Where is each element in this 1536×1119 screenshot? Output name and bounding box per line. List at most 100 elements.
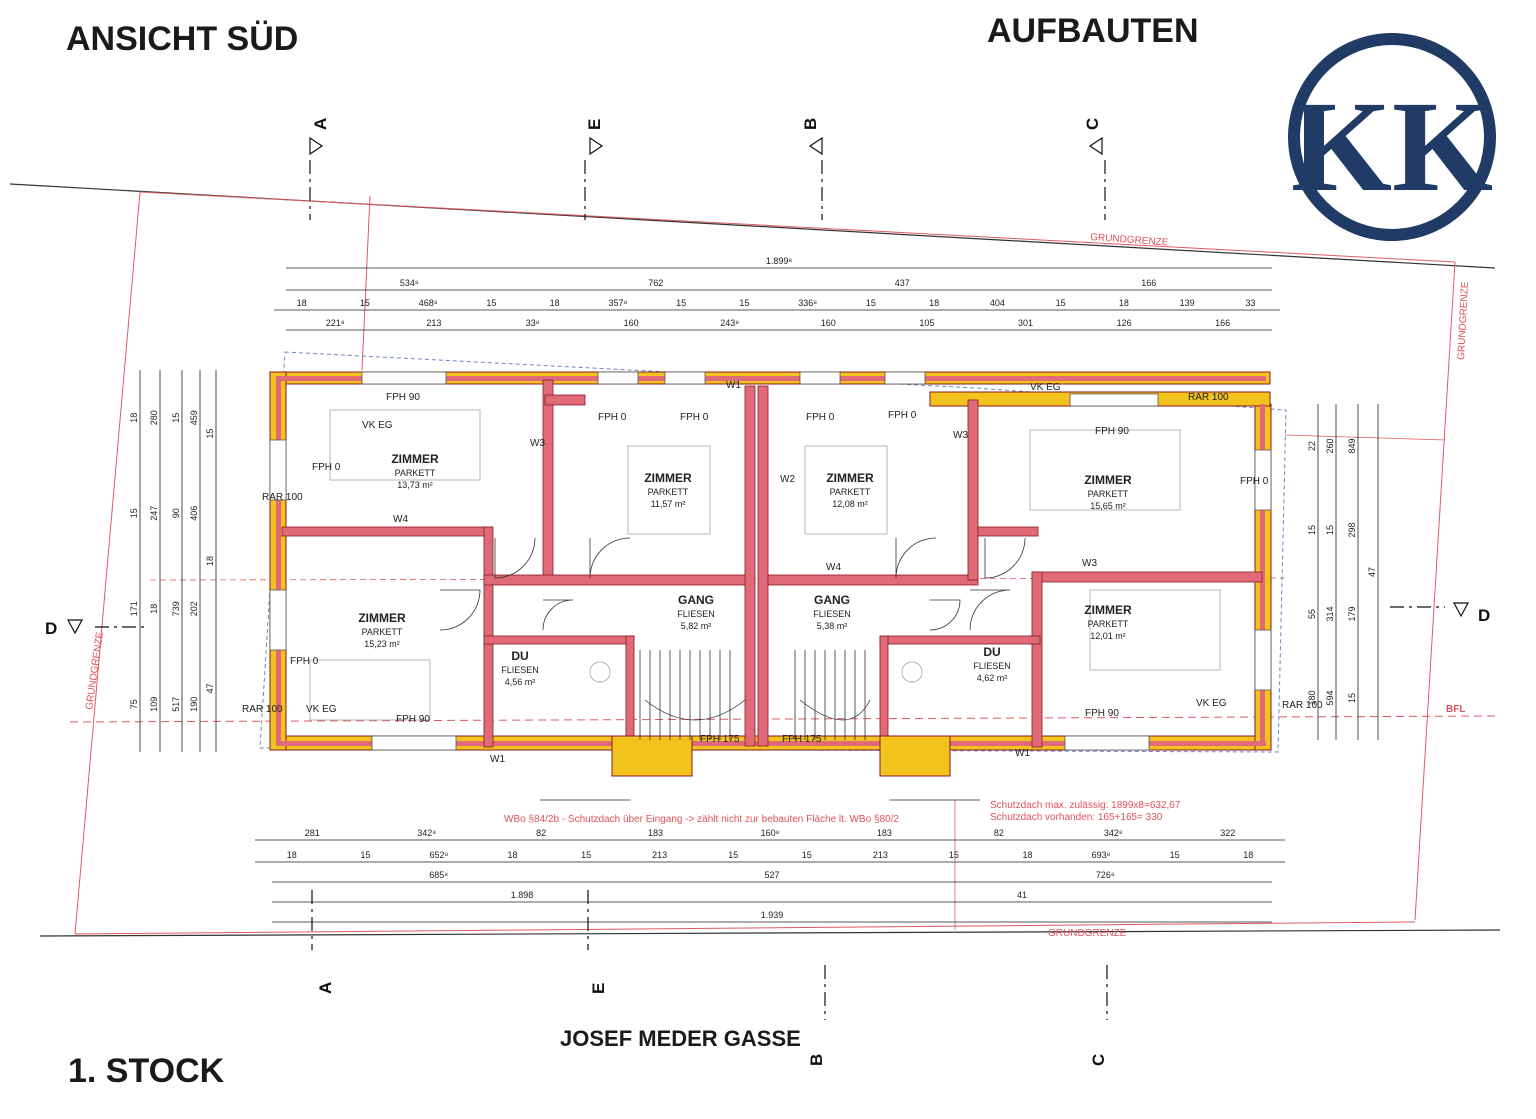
room-area: 5,82 m² [681,621,712,631]
dim-top: 15 [866,298,876,308]
section-letter: B [801,118,820,130]
section-markers [66,136,1470,1020]
dim-top: 18 [929,298,939,308]
dim-left: 15 [205,429,215,439]
dim-bottom: 342⁸ [1104,828,1123,838]
section-letter: B [807,1054,826,1066]
building-outline [259,351,1287,753]
entrances [611,735,951,777]
dim-bottom: 685⁸ [429,870,448,880]
plan-label: W3 [530,438,545,449]
room-floor: FLIESEN [973,661,1011,671]
room-area: 15,65 m² [1090,501,1126,511]
room-area: 5,38 m² [817,621,848,631]
room-floor: PARKETT [395,468,436,478]
dim-top: 15 [486,298,496,308]
dim-right: 55 [1307,609,1317,619]
room-name: ZIMMER [826,471,874,485]
room-name: ZIMMER [644,471,692,485]
plan-label: FPH 90 [1085,708,1119,719]
dim-top: 105 [919,318,934,328]
dim-bottom: 82 [536,828,546,838]
dim-bottom: 82 [994,828,1004,838]
plan-label: VK EG [1030,382,1061,393]
dimension-lines [139,267,1379,923]
plan-label: FPH 0 [290,656,319,667]
section-letter: C [1083,118,1102,130]
room-name: ZIMMER [1084,473,1132,487]
extensions-heading: AUFBAUTEN [987,12,1199,50]
dim-bottom: 183 [648,828,663,838]
dim-bottom: 281 [305,828,320,838]
roof-note-right: Schutzdach vorhanden: 165+165= 330 [990,812,1163,823]
room-name: ZIMMER [358,611,406,625]
plan-label: FPH 175 [700,734,740,745]
dim-bottom: 652⁸ [430,850,449,860]
street-name: JOSEF MEDER GASSE [560,1026,801,1051]
room-floor: FLIESEN [677,609,715,619]
dim-top: 18 [550,298,560,308]
section-letter: A [316,982,335,994]
room-floor: PARKETT [830,487,871,497]
plan-label: FPH 0 [598,412,627,423]
dim-top: 357⁸ [608,298,627,308]
dim-right: 298 [1347,522,1357,537]
dim-bottom: 726⁸ [1096,870,1115,880]
plan-label: FPH 90 [386,392,420,403]
room-area: 4,56 m² [505,677,536,687]
dim-bottom: 1.898 [511,890,534,900]
staircases [639,650,871,740]
room-floor: PARKETT [362,627,403,637]
dim-left: 109 [149,697,159,712]
room-name: GANG [814,593,850,607]
room-area: 12,01 m² [1090,631,1126,641]
plan-label: RAR 100 [262,492,303,503]
dim-top: 437 [895,278,910,288]
plan-label: FPH 0 [806,412,835,423]
room-area: 15,23 m² [364,639,400,649]
dim-bottom: 213 [873,850,888,860]
plan-label: FPH 0 [1240,476,1269,487]
dim-bottom: 15 [360,850,370,860]
dim-top: 762 [648,278,663,288]
dim-right: 47 [1367,567,1377,577]
door-swings [439,537,1026,631]
dim-left: 47 [205,683,215,693]
dim-left: 171 [129,601,139,616]
room-area: 12,08 m² [832,499,868,509]
dim-top: 336⁸ [798,298,817,308]
interior-walls [281,379,1263,748]
dim-top: 126 [1117,318,1132,328]
dim-top: 221⁸ [326,318,345,328]
dim-right: 15 [1347,693,1357,703]
dim-left: 280 [149,410,159,425]
section-letter: D [1478,606,1490,625]
boundary-label: GRUNDGRENZE [1048,928,1127,939]
dim-bottom: 15 [1170,850,1180,860]
dim-top: 468⁸ [419,298,438,308]
section-letter: C [1089,1054,1108,1066]
section-letter: E [585,119,604,130]
section-letter: E [589,983,608,994]
dim-top: 404 [990,298,1005,308]
dim-top: 33 [1245,298,1255,308]
dim-left: 739 [171,601,181,616]
dim-top: 33⁸ [526,318,540,328]
dim-bottom: 41 [1017,890,1027,900]
plan-label: FPH 90 [396,714,430,725]
property-boundary [9,183,1501,937]
room-floor: FLIESEN [501,665,539,675]
boundary-label: GRUNDGRENZE [1090,232,1169,248]
dim-bottom: 322 [1220,828,1235,838]
dim-left: 18 [205,556,215,566]
dim-bottom: 1.939 [761,910,784,920]
plan-label: W3 [953,430,968,441]
dim-top: 243⁸ [720,318,739,328]
window-openings [269,371,1272,751]
dim-right: 180 [1307,690,1317,705]
dim-left: 18 [129,413,139,423]
dim-top: 160 [624,318,639,328]
dim-bottom: 15 [728,850,738,860]
plan-label: RAR 100 [242,704,283,715]
